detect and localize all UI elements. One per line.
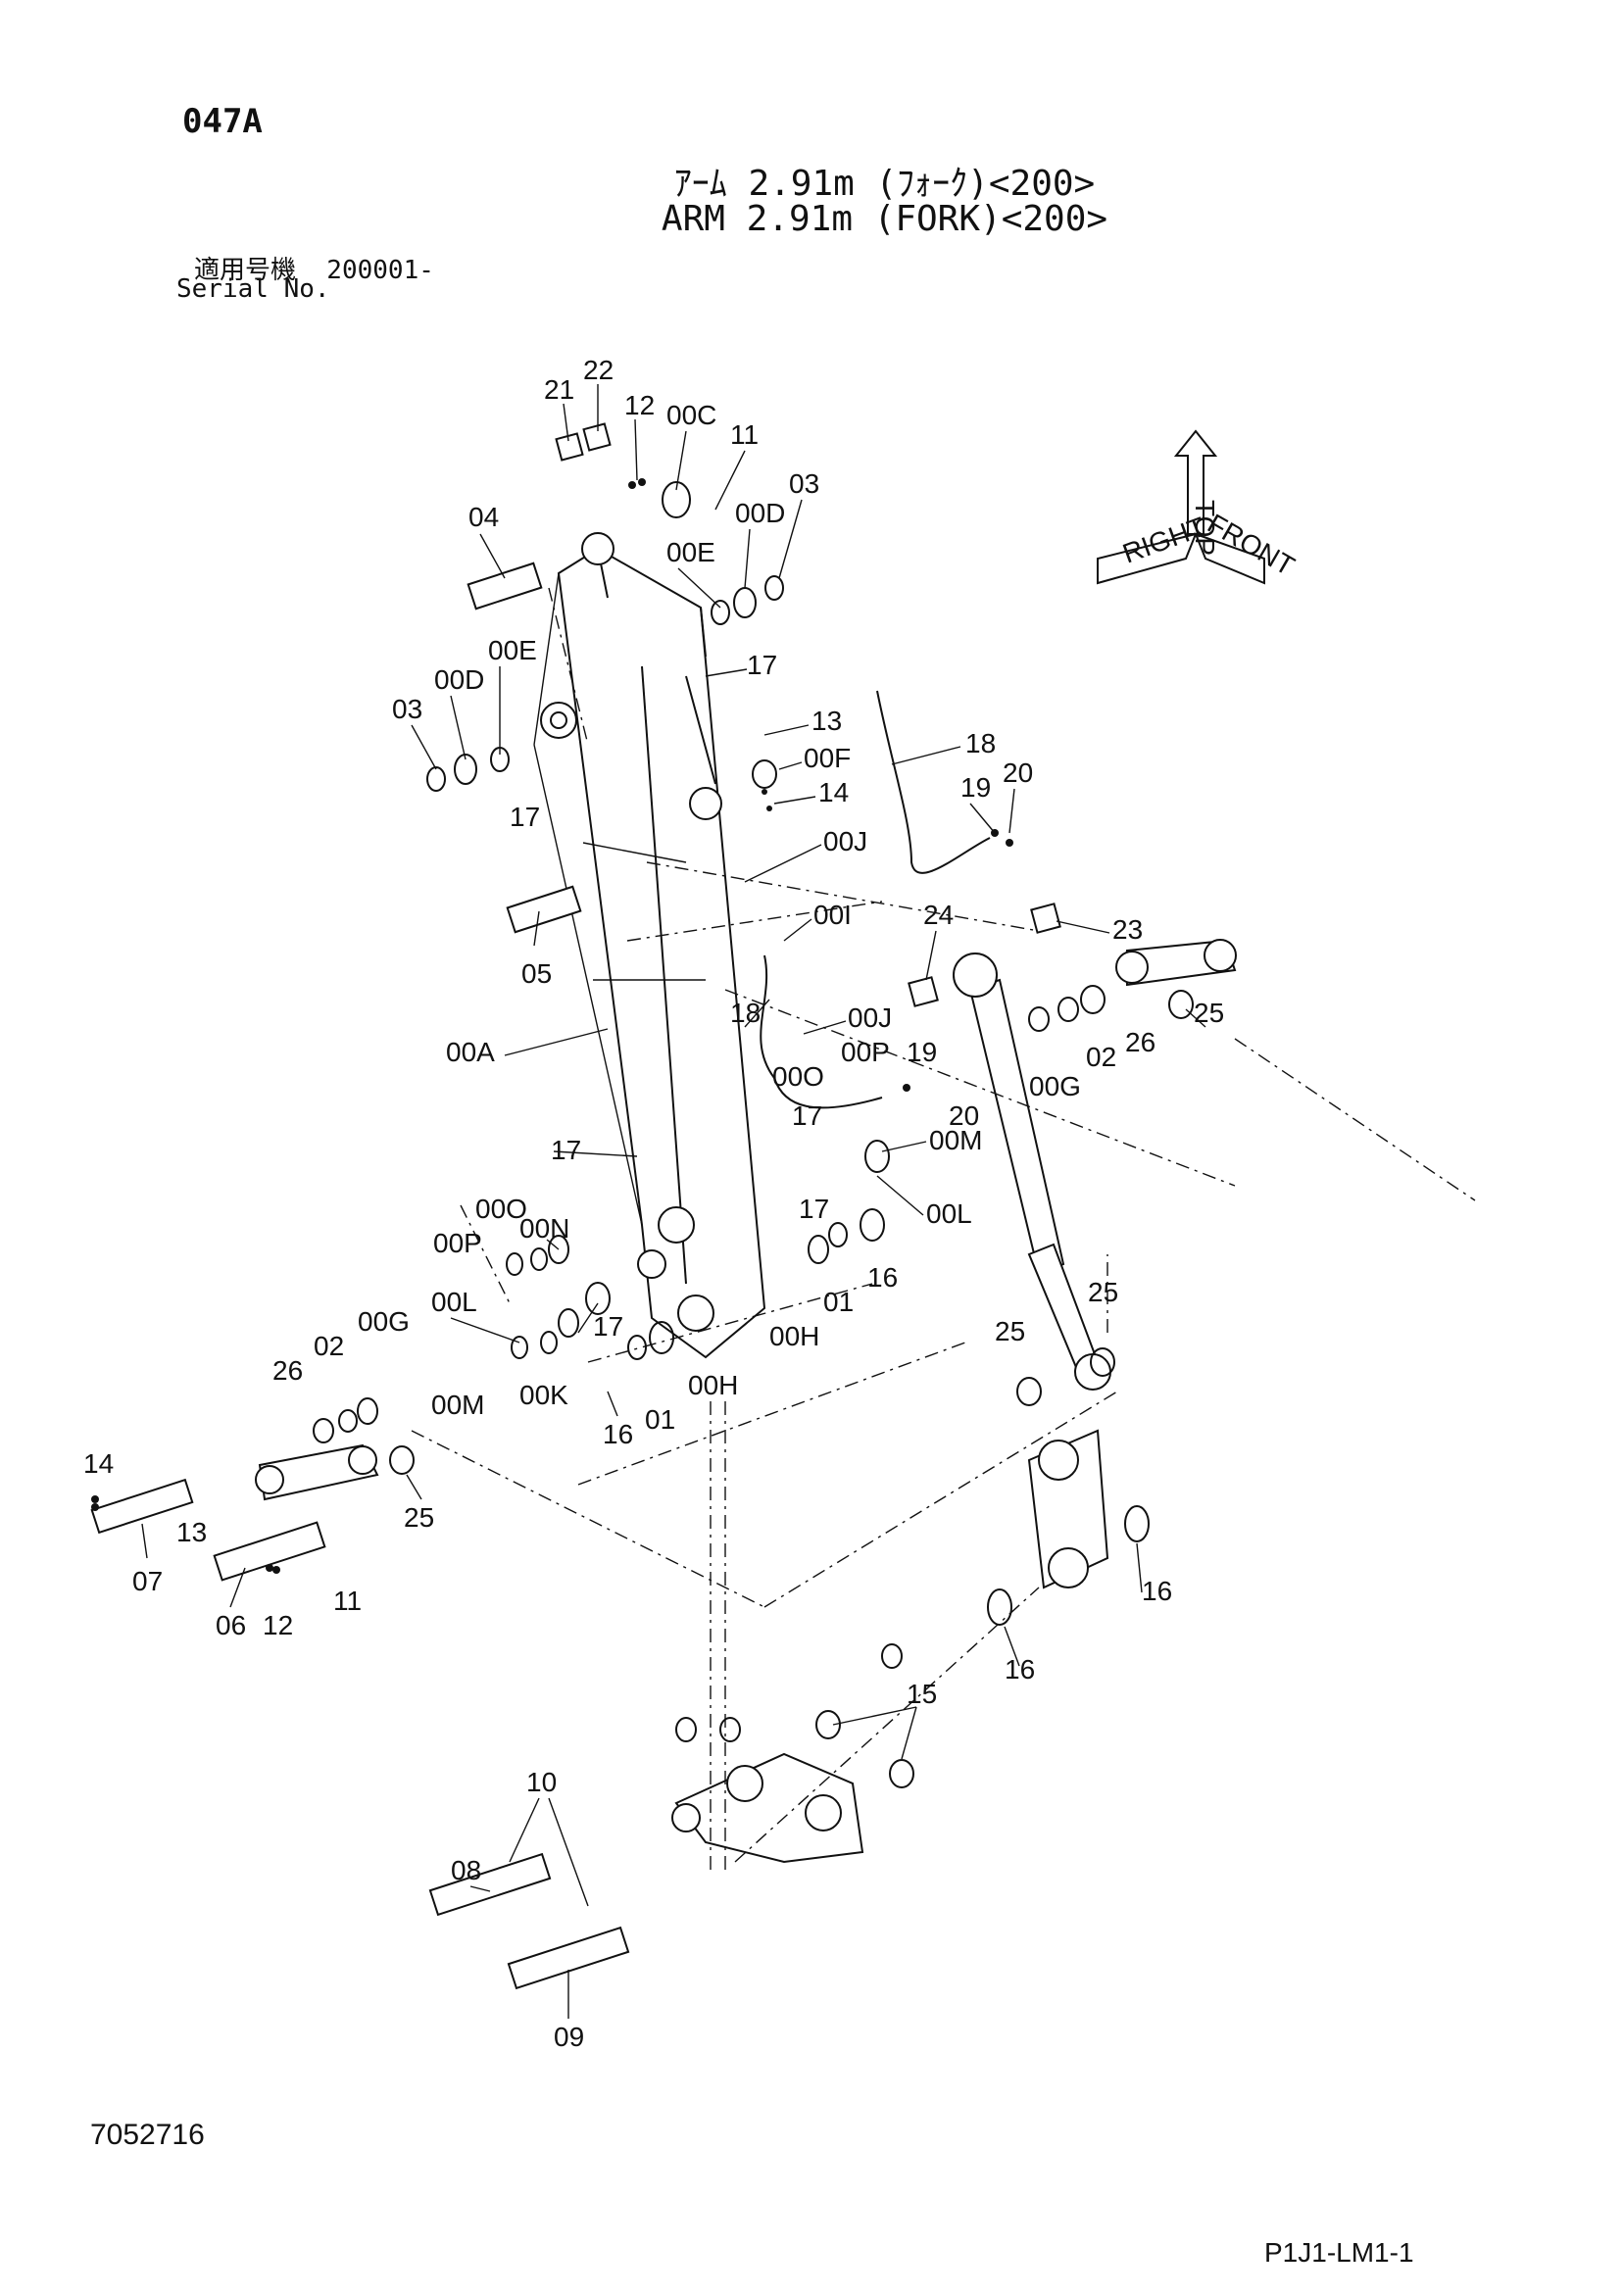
callout-17-b: 17	[747, 650, 777, 680]
callout-04: 04	[468, 502, 499, 532]
callout-00O-a: 00O	[772, 1061, 824, 1092]
orientation-right-label: RIGHT	[1118, 512, 1208, 569]
callout-25-b: 25	[1088, 1277, 1118, 1307]
callout-00J: 00J	[823, 826, 867, 856]
callout-06: 06	[216, 1610, 246, 1640]
callout-03: 03	[789, 468, 819, 499]
callout-17-a: 17	[510, 802, 540, 832]
callout-05: 05	[521, 958, 552, 989]
callout-00O-b: 00O	[475, 1194, 527, 1224]
callout-00G-b: 00G	[358, 1306, 410, 1337]
callout-16: 16	[867, 1262, 898, 1293]
callout-22: 22	[583, 355, 614, 385]
callout-00P-b: 00P	[433, 1228, 482, 1258]
pins	[90, 562, 630, 1990]
callout-00K: 00K	[519, 1380, 568, 1410]
callout-00I: 00I	[813, 900, 852, 930]
callout-13: 13	[811, 706, 842, 736]
callout-10: 10	[526, 1767, 557, 1797]
callout-17-f: 17	[593, 1311, 623, 1342]
callout-01: 01	[823, 1287, 854, 1317]
page-reference: P1J1-LM1-1	[1264, 2237, 1414, 2268]
callout-00F: 00F	[804, 743, 851, 773]
callout-12-b: 12	[263, 1610, 293, 1640]
callout-14-b: 14	[83, 1448, 114, 1479]
callout-16-d: 16	[1005, 1654, 1035, 1685]
orientation-top-label: TOP	[1190, 500, 1220, 556]
serial-label-english: Serial No.	[176, 274, 330, 304]
callout-00D-left: 00D	[434, 664, 484, 695]
callout-16-b: 16	[603, 1419, 633, 1449]
callout-13-b: 13	[176, 1517, 207, 1547]
callout-25-d: 25	[404, 1502, 434, 1533]
serial-label-japanese: 適用号機 200001-	[194, 256, 434, 285]
callout-00M-b: 00M	[431, 1390, 484, 1420]
callout-11-b: 11	[333, 1586, 362, 1616]
orientation-indicator: TOP FRONT RIGHT	[1097, 429, 1300, 585]
callout-12: 12	[624, 390, 655, 420]
callout-00P-a: 00P	[841, 1037, 890, 1067]
callout-02: 02	[1086, 1042, 1116, 1072]
callouts: 21 22 12 00C 11 03 04 00D 00E 00E 00D 03…	[83, 355, 1224, 2052]
callout-00E-left: 00E	[488, 635, 537, 665]
callout-17-d: 17	[551, 1135, 581, 1165]
callout-19-b: 19	[907, 1037, 937, 1067]
callout-20-b: 20	[949, 1100, 979, 1131]
callout-23: 23	[1112, 914, 1143, 945]
callout-17-e: 17	[799, 1194, 829, 1224]
callout-16-c: 16	[1142, 1576, 1172, 1606]
callout-15: 15	[907, 1679, 937, 1709]
callout-00E: 00E	[666, 537, 715, 567]
callout-11: 11	[730, 419, 759, 450]
callout-00M: 00M	[929, 1125, 982, 1155]
callout-00C: 00C	[666, 400, 716, 430]
callout-07: 07	[132, 1566, 163, 1596]
callout-00H-b: 00H	[688, 1370, 738, 1400]
callout-26-b: 26	[272, 1355, 303, 1386]
document-number: 7052716	[90, 2119, 205, 2151]
callout-14: 14	[818, 777, 849, 807]
hoses	[760, 690, 991, 1109]
callout-25: 25	[1194, 998, 1224, 1028]
callout-08: 08	[451, 1855, 481, 1885]
callout-24: 24	[923, 900, 954, 930]
callout-17-c: 17	[792, 1100, 822, 1131]
plates	[555, 422, 1061, 1007]
bucket-cylinder	[953, 953, 1111, 1391]
callout-19: 19	[960, 772, 991, 803]
callout-00A: 00A	[446, 1037, 495, 1067]
callout-03-left: 03	[392, 694, 422, 724]
callout-25-c: 25	[995, 1316, 1025, 1346]
callout-00D: 00D	[735, 498, 785, 528]
title-japanese: ｱｰﾑ 2.91m (ﾌｫｰｸ)<200>	[673, 164, 1096, 204]
callout-09: 09	[554, 2022, 584, 2052]
callout-00N: 00N	[519, 1213, 569, 1244]
callout-00G: 00G	[1029, 1071, 1081, 1101]
callout-02-b: 02	[314, 1331, 344, 1361]
callout-00L-b: 00L	[431, 1287, 477, 1317]
assembly-lines	[411, 587, 1476, 1872]
callout-18: 18	[965, 728, 996, 758]
callout-00J-b: 00J	[848, 1002, 892, 1033]
links	[255, 939, 1237, 1864]
callout-21: 21	[544, 374, 574, 405]
callout-01-b: 01	[645, 1404, 675, 1435]
callout-18-b: 18	[730, 998, 761, 1028]
callout-00H: 00H	[769, 1321, 819, 1351]
leader-lines	[141, 384, 1206, 2019]
page-code: 047A	[182, 102, 263, 141]
callout-26: 26	[1125, 1027, 1155, 1057]
arm-body	[533, 532, 766, 1359]
callout-20: 20	[1003, 757, 1033, 788]
seals-and-rings	[313, 481, 1194, 1788]
title-english: ARM 2.91m (FORK)<200>	[661, 199, 1108, 239]
callout-00L: 00L	[926, 1198, 972, 1229]
